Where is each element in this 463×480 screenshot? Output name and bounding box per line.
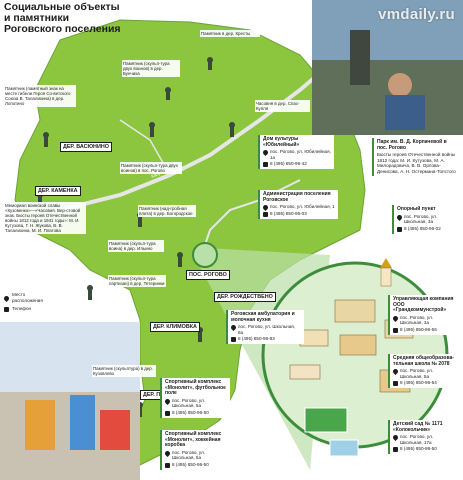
card-phone: 8 (495) 850-96-54 [400, 380, 437, 386]
phone-icon [397, 226, 402, 232]
card-address: пос. Рогово, ул. Школьная, 5а [172, 397, 206, 409]
phone-icon [393, 327, 398, 333]
card-phone: 8 (495) 850-96-83 [238, 336, 275, 342]
monument-label-memorial: Мемориал воинской славы «Кузовенко»—«Час… [4, 202, 86, 234]
pin-icon [391, 368, 400, 376]
phone-icon [231, 337, 236, 343]
pin-icon [2, 294, 11, 303]
card-phone: 8 (495) 850-96-02 [404, 225, 441, 231]
card-mgmt: Управляющая компания ООО «Грандкоммунстр… [388, 295, 460, 335]
village-rozhdestveno: ДЕР. РОЖДЕСТВЕНО [214, 292, 276, 302]
card-title: Администрация поселения Роговское [263, 191, 331, 203]
building [334, 299, 376, 323]
card-body: Бюсты героев Отечественной войны 1812 го… [377, 152, 456, 174]
card-title: Дом культуры «Юбилейный» [263, 136, 300, 148]
phone-icon [263, 162, 268, 168]
pin-icon [163, 449, 172, 457]
phone-icon [393, 447, 398, 453]
phone-icon [165, 410, 170, 416]
card-sport-hockey: Спортивный комплекс «Монолит», хоккейная… [160, 430, 232, 470]
legend: Место расположения Телефон [2, 292, 46, 314]
hockey-box [329, 439, 359, 457]
card-phone: 8 (495) 850-96-03 [270, 211, 307, 217]
phone-icon [393, 381, 398, 387]
card-sport-field: Спортивный комплекс «Монолит», футбольно… [160, 378, 230, 418]
card-address: пос. Рогово, ул. Юбилейная, 1а [270, 149, 331, 160]
legend-phone: Телефон [12, 306, 32, 311]
card-kinder: Детский сад № 1171 «Колокольчик» пос. Ро… [388, 420, 460, 455]
pin-icon [229, 324, 238, 332]
card-address: пос. Рогово, ул. Школьная, 5а [400, 368, 434, 379]
page-title: Социальные объекты и памятники Роговског… [4, 1, 121, 35]
card-phone: 8 (495) 850-96-42 [270, 161, 307, 167]
card-title: Средняя общеобразова-тельная школа № 207… [393, 355, 454, 367]
phone-icon [263, 212, 268, 218]
card-address: пос. Рогово, ул. Школьная, 5а [172, 449, 206, 461]
village-rogovo: ПОС. РОГОВО [186, 270, 230, 280]
card-title: Спортивный комплекс «Монолит», хоккейная… [165, 431, 222, 449]
pin-icon [391, 314, 400, 322]
card-title: Парк им. В. Д. Корпачевой в пос. Рогово [377, 139, 447, 151]
phone-icon [165, 462, 170, 468]
card-phone: 8 (495) 850-96-50 [400, 446, 437, 452]
village-vaskino: ДЕР. ВАСЮНИНО [60, 142, 112, 152]
card-title: Управляющая компания ООО «Грандкоммунстр… [393, 296, 454, 314]
card-address: пос. Рогово, ул. Школьная, 6а [238, 324, 296, 335]
pin-icon [261, 149, 270, 157]
card-school: Средняя общеобразова-тельная школа № 207… [388, 354, 460, 389]
pin-icon [395, 213, 404, 221]
monument-label-lopotino: Памятник (памятный знак на месте гибели … [4, 85, 76, 107]
football-field [304, 407, 348, 433]
monument-label-teterinki: Памятник (скульп-тура партизан) в дер. Т… [108, 275, 166, 287]
village-klimovka: ДЕР. КЛИМОВКА [150, 322, 200, 332]
monument-label-kuzovlevo: Памятник (скульптура) в дер. Кузовлево [92, 365, 156, 377]
monument-label-bunkino: Памятник (скульп-тура двух воинов) в дер… [122, 60, 180, 77]
card-phone: 8 (495) 850-96-50 [172, 461, 209, 467]
main-road [59, 58, 337, 212]
card-title: Опорный пункт [397, 206, 436, 212]
church-dome [380, 258, 392, 268]
card-title: Детский сад № 1171 «Колокольчик» [393, 421, 443, 433]
card-title: Спортивный комплекс «Монолит», футбольно… [165, 379, 226, 397]
monument-label-rogovo: Памятник (скульп-тура двух воинов) в пос… [120, 162, 182, 174]
legend-place: Место расположения [12, 292, 43, 303]
monument-label-kresty: Памятник в дер. Кресты [200, 30, 260, 37]
card-police: Опорный пункт пос. Рогово, ул. Школьная,… [392, 205, 460, 234]
card-ambulance: Роговская амбулатория и молочная кухня п… [226, 310, 304, 345]
monument-label-bogorodskoe: Памятник (над-гробная плита) в дер. Бого… [138, 205, 196, 217]
card-phone: 8 (495) 850-96-50 [172, 409, 209, 415]
pin-icon [163, 397, 172, 405]
card-address: пос. Рогово, ул. Школьная, 3а [404, 213, 438, 225]
pin-icon [261, 204, 270, 212]
monument-label-spas: Часовня в дер. Спас-Купля [255, 100, 310, 112]
card-address: пос. Рогово, ул. Юбилейная, 1 [270, 204, 335, 210]
building [299, 329, 329, 347]
zoom-circle-small [192, 242, 218, 268]
monument-label-ilyino: Памятник (скульп-тура воина) в дер. Ильи… [108, 240, 164, 252]
card-admin: Администрация поселения Роговское пос. Р… [258, 190, 338, 220]
card-address: пос. Рогово, ул. Школьная, 3а [400, 314, 434, 326]
card-address: пос. Рогово, ул. Школьная, 17а [400, 434, 434, 445]
card-title: Роговская амбулатория и молочная кухня [231, 311, 295, 323]
pin-icon [391, 434, 400, 442]
card-park: Парк им. В. Д. Корпачевой в пос. Рогово … [372, 138, 460, 177]
phone-icon [4, 307, 9, 312]
card-culture: Дом культуры «Юбилейный» пос. Рогово, ул… [258, 135, 334, 170]
watermark: vmdaily.ru [378, 6, 455, 23]
building [289, 364, 321, 380]
church [380, 267, 392, 287]
card-phone: 8 (495) 850-96-56 [400, 326, 437, 332]
village-kamenka: ДЕР. КАМЕНКА [35, 186, 81, 196]
building [339, 334, 377, 356]
